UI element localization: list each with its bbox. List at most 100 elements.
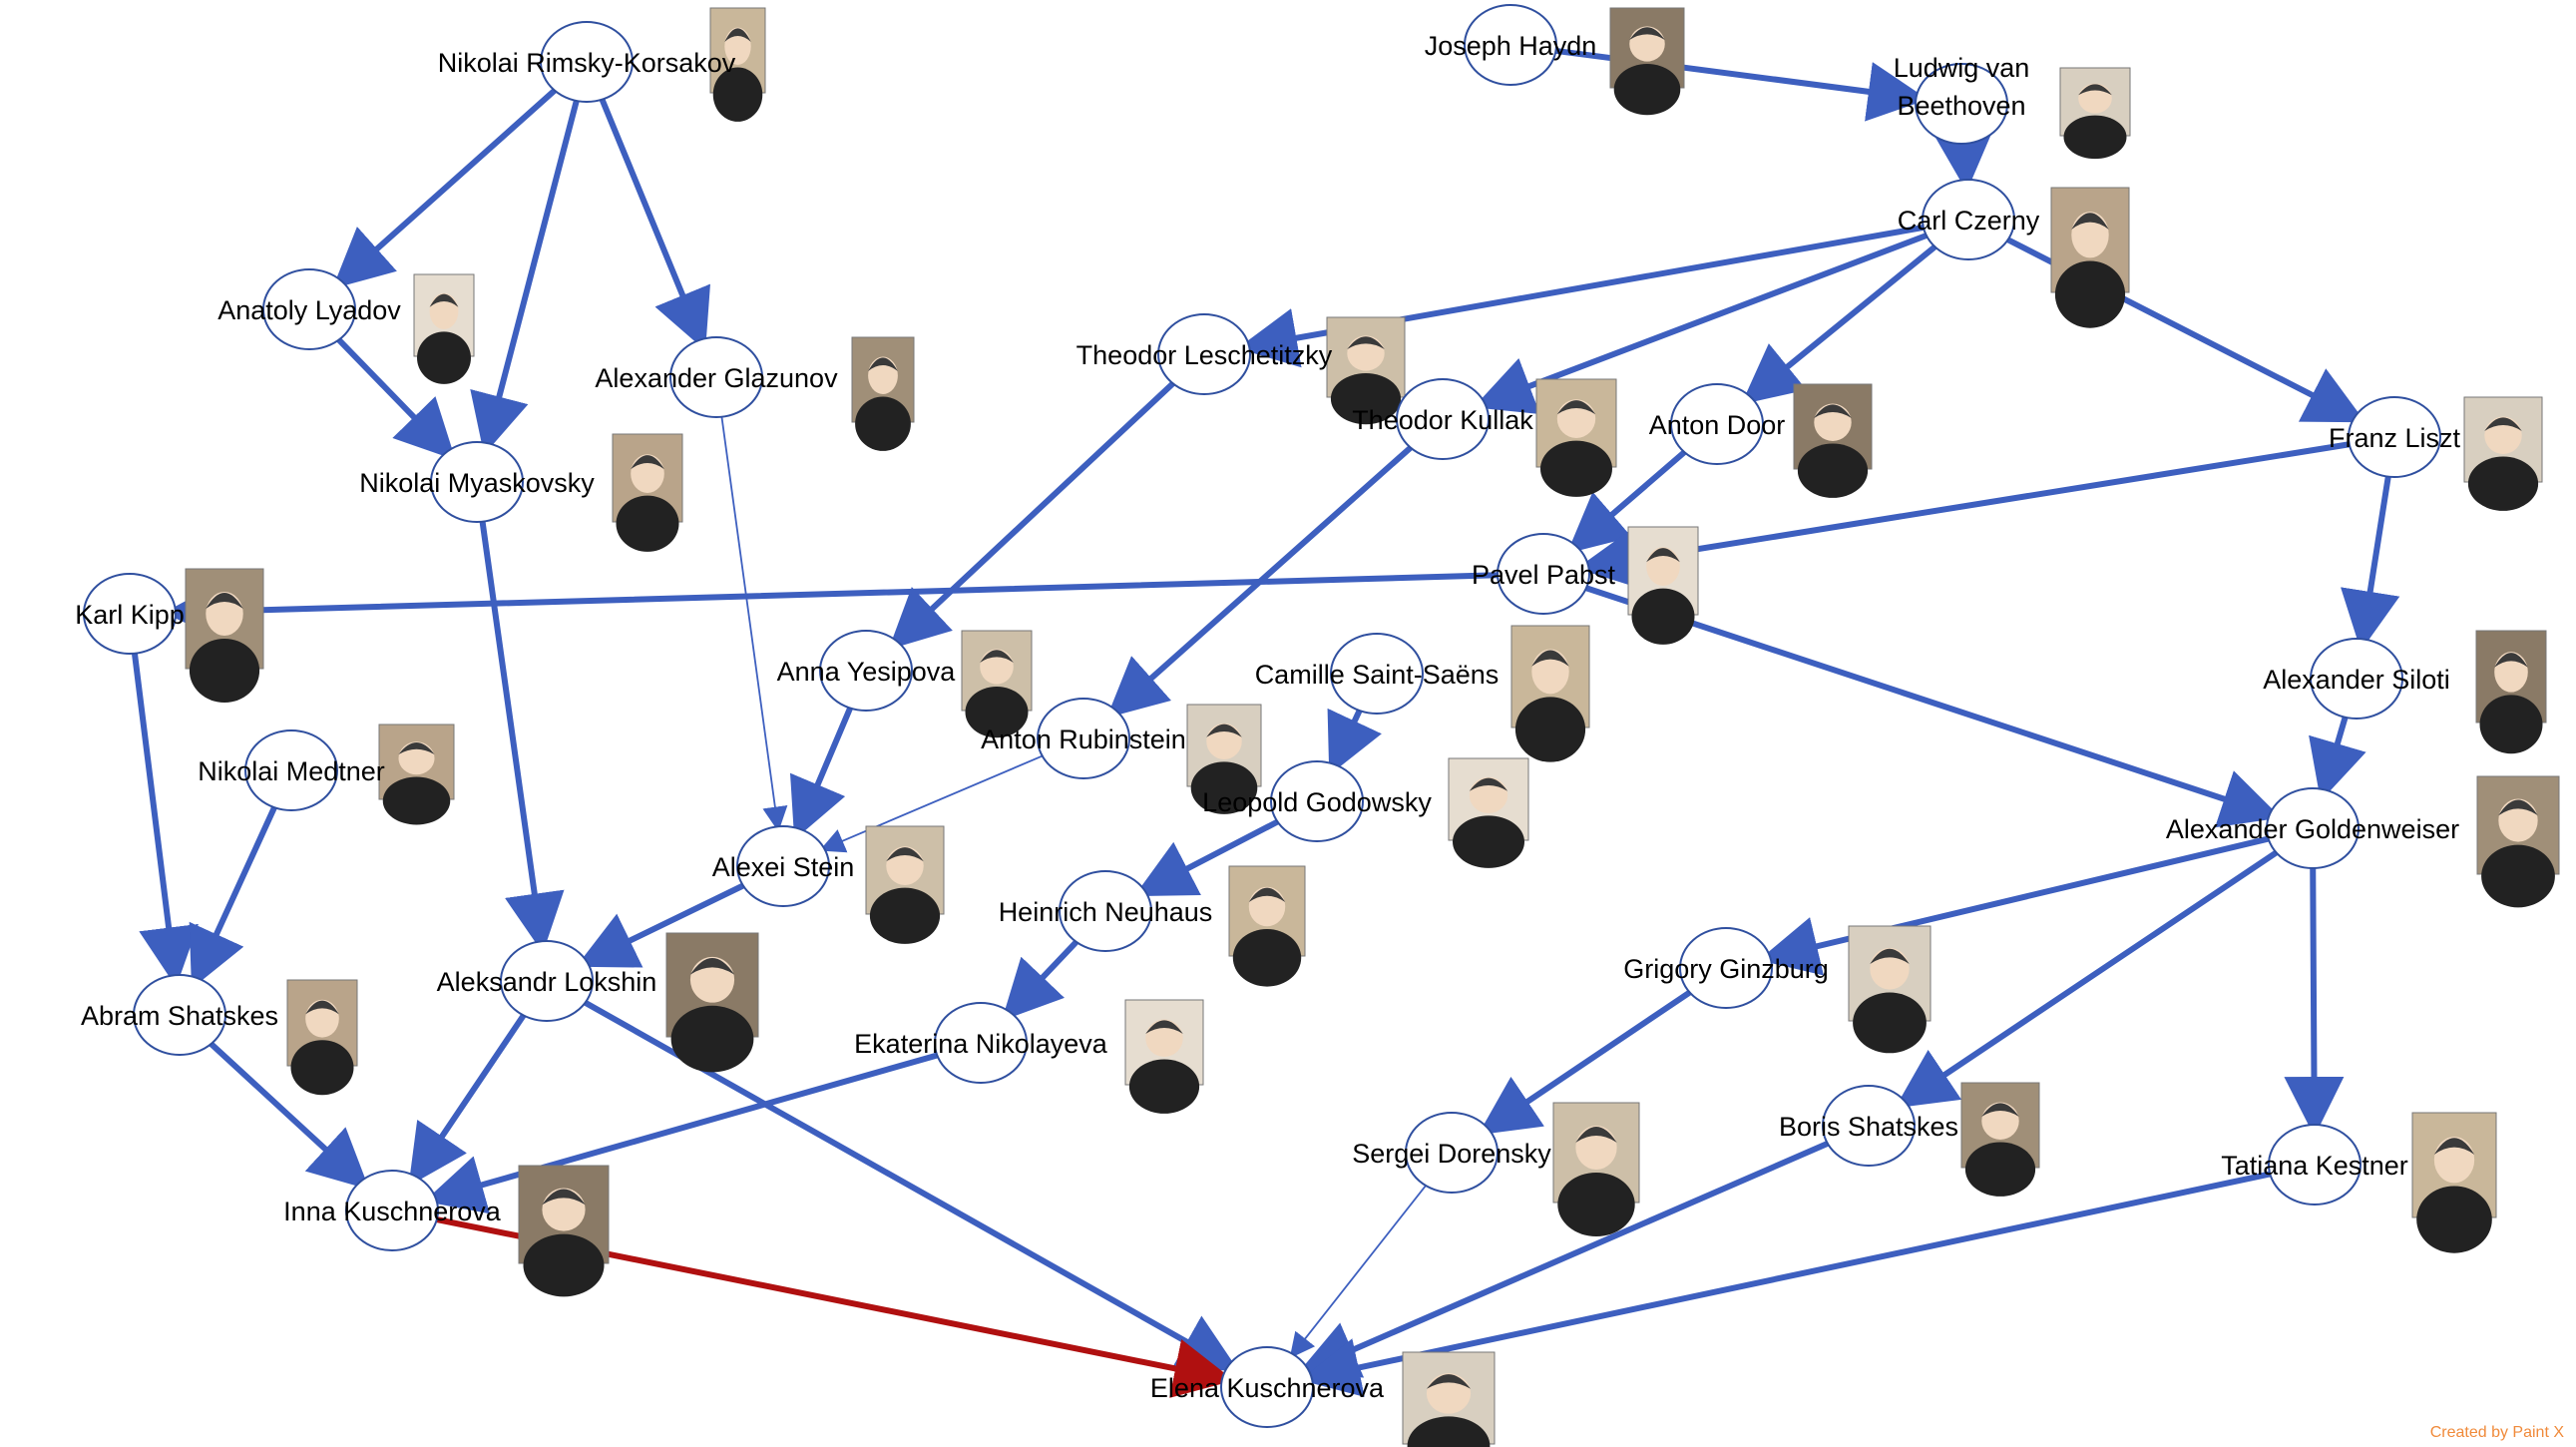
node-label: Anton Door [1649, 410, 1786, 440]
edge-yesipova-to-stein [789, 705, 854, 840]
portrait-icon [378, 724, 455, 825]
node-label: Anna Yesipova [777, 657, 957, 687]
edge-czerny-to-kullak [1473, 232, 1930, 415]
edge-liszt-to-pabst [1576, 441, 2353, 589]
edge-rimsky-to-myaskovsky [470, 98, 580, 455]
node-ellipse [1270, 760, 1364, 842]
portrait-icon [1228, 865, 1306, 987]
portrait-icon [1186, 704, 1262, 814]
edge-rimsky-to-lyadov [332, 87, 558, 289]
portrait-icon [413, 273, 475, 384]
node-label: Beethoven [1897, 91, 2025, 121]
node-ellipse [1059, 870, 1152, 952]
node-neuhaus: Heinrich Neuhaus [999, 865, 1306, 987]
node-nikolayeva: Ekaterina Nikolayeva [854, 999, 1204, 1114]
node-label: Theodor Leschetitzky [1076, 340, 1333, 370]
node-ellipse [1396, 378, 1490, 460]
portrait-icon [1326, 316, 1406, 425]
portrait-icon [1848, 925, 1932, 1054]
node-door: Anton Door [1649, 383, 1873, 498]
node-label: Aleksandr Lokshin [437, 967, 657, 997]
edge-goldenweiser-to-ginzburg [1758, 835, 2272, 976]
node-leschetitzky: Theodor Leschetitzky [1076, 313, 1406, 425]
node-label: Joseph Haydn [1425, 31, 1597, 61]
node-ellipse [500, 940, 594, 1022]
node-label: Nikolai Medtner [198, 756, 385, 786]
edge-czerny-to-door [1741, 243, 1938, 405]
node-label: Boris Shatskes [1779, 1112, 1958, 1142]
node-label: Carl Czerny [1898, 206, 2040, 236]
portrait-icon [1960, 1082, 2040, 1197]
edge-goldenweiser-to-bshatskes [1895, 849, 2280, 1109]
node-kullak: Theodor Kullak [1352, 378, 1617, 497]
node-label: Karl Kipp [75, 600, 185, 630]
node-label: Abram Shatskes [81, 1001, 278, 1031]
node-ellipse [345, 1170, 439, 1251]
node-label: Leopold Godowsky [1202, 787, 1432, 817]
edge-glazunov-to-stein [720, 415, 788, 832]
edge-godowsky-to-neuhaus [1133, 818, 1281, 897]
edge-pabst-to-goldenweiser [1582, 585, 2282, 828]
portrait-icon [865, 825, 945, 944]
edge-myaskovsky-to-lokshin [479, 518, 565, 954]
edge-nikolayeva-to-inna [424, 1052, 941, 1214]
node-saintsaens: Camille Saint-Saëns [1255, 625, 1590, 762]
node-siloti: Alexander Siloti [2263, 630, 2547, 754]
portrait-icon [185, 568, 264, 703]
node-ellipse [1922, 179, 2015, 260]
node-label: Theodor Kullak [1352, 405, 1533, 435]
node-ellipse [1405, 1112, 1499, 1194]
node-ellipse [1670, 383, 1764, 465]
portrait-icon [709, 7, 766, 122]
node-label: Grigory Ginzburg [1623, 954, 1829, 984]
node-label: Sergei Dorensky [1352, 1139, 1551, 1169]
node-ellipse [83, 573, 177, 655]
node-ashatskes: Abram Shatskes [81, 974, 358, 1096]
node-label: Tatiana Kestner [2221, 1151, 2408, 1181]
node-ellipse [1037, 698, 1130, 779]
node-label: Ekaterina Nikolayeva [854, 1029, 1108, 1059]
node-ellipse [1330, 633, 1424, 715]
node-ellipse [2310, 638, 2403, 720]
node-goldenweiser: Alexander Goldenweiser [2166, 775, 2560, 908]
portrait-icon [286, 979, 358, 1096]
node-label: Alexander Goldenweiser [2166, 814, 2459, 844]
edge-saintsaens-to-godowsky [1327, 708, 1382, 775]
edge-bshatskes-to-elena [1297, 1140, 1831, 1378]
node-ellipse [1220, 1346, 1314, 1428]
edge-kipp-to-ashatskes [131, 650, 199, 988]
portrait-icon [665, 932, 759, 1073]
portrait-icon [961, 630, 1033, 738]
portrait-icon [518, 1165, 610, 1297]
node-label: Ludwig van [1894, 53, 2030, 83]
node-label: Franz Liszt [2329, 423, 2461, 453]
node-ellipse [1464, 4, 1557, 86]
node-haydn: Joseph Haydn [1425, 4, 1685, 116]
portrait-icon [1124, 999, 1204, 1114]
node-label: Anatoly Lyadov [217, 295, 401, 325]
node-inna: Inna Kuschnerova [283, 1165, 610, 1297]
node-kestner: Tatiana Kestner [2221, 1112, 2497, 1253]
node-czerny: Carl Czerny [1898, 179, 2130, 328]
node-label: Nikolai Myaskovsky [359, 468, 595, 498]
node-label: Alexander Glazunov [595, 363, 838, 393]
portrait-icon [1793, 383, 1873, 498]
portrait-icon [1448, 757, 1529, 868]
node-elena: Elena Kuschnerova [1150, 1346, 1496, 1447]
node-ellipse [1497, 533, 1590, 615]
portrait-icon [2411, 1112, 2497, 1253]
portrait-icon [1609, 7, 1685, 116]
node-label: Anton Rubinstein [981, 724, 1186, 754]
edge-ginzburg-to-dorensky [1478, 989, 1693, 1136]
edge-lokshin-to-inna [408, 1012, 527, 1187]
node-ellipse [2268, 1124, 2361, 1206]
node-label: Elena Kuschnerova [1150, 1373, 1385, 1403]
edge-kestner-to-elena [1299, 1171, 2274, 1397]
portrait-icon [2059, 67, 2131, 160]
node-liszt: Franz Liszt [2329, 396, 2543, 511]
edge-stein-to-lokshin [576, 882, 746, 968]
node-ellipse [430, 441, 524, 523]
node-glazunov: Alexander Glazunov [595, 336, 915, 451]
